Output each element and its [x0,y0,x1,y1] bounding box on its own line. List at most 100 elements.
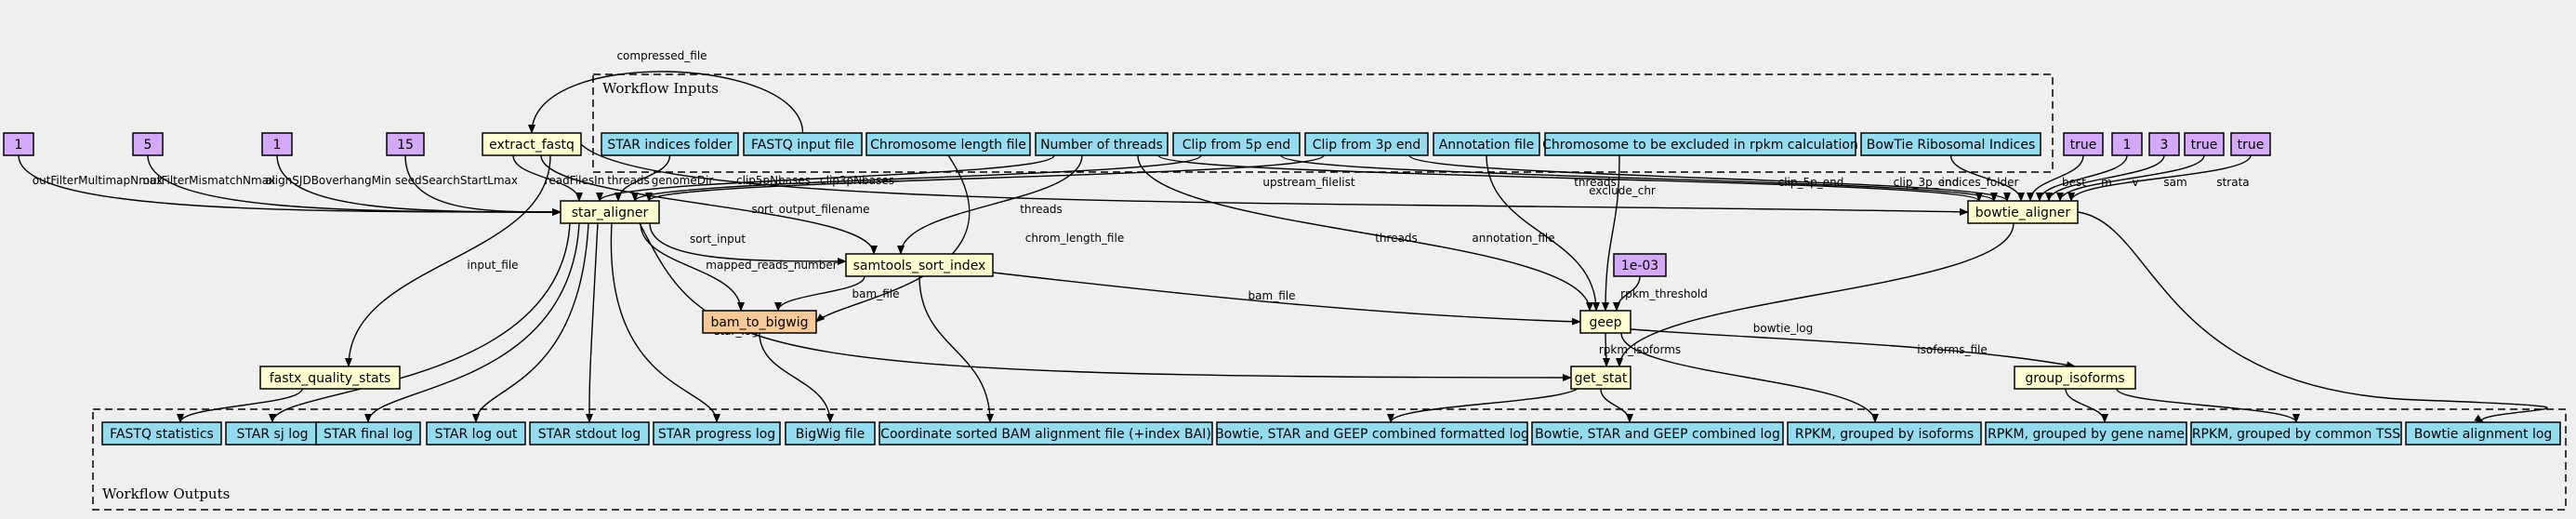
node-group-isoforms: group_isoforms [2014,366,2136,390]
node-label: STAR log out [435,427,518,442]
edge-label-clip-5p: clip_5p_end [1778,176,1844,189]
edge-label-sort-output-filename: sort_output_filename [751,203,869,216]
edge-rpkm-gene-out [2065,388,2108,423]
edge-compressed-file [528,71,804,134]
edge-label-outfilter-mismatch: outFilterMismatchNmax [143,174,275,187]
node-label: geep [1590,315,1622,330]
node-in-clip5p: Clip from 5p end [1172,132,1301,156]
node-label: true [2070,138,2097,153]
node-box [2063,132,2104,156]
node-out-bigwig: BigWig file [785,421,876,446]
node-out-fastq-stats: FASTQ statistics [101,421,222,446]
cluster-outputs-title: Workflow Outputs [102,486,230,502]
node-box [743,132,863,156]
edge-label-threads-samtools: threads [1020,203,1063,216]
node-box [482,132,582,156]
edge-label-annotation: annotation_file [1472,232,1554,245]
node-label: RPKM, grouped by common TSS [2192,427,2400,442]
node-out-rpkm-tss: RPKM, grouped by common TSS [2190,421,2402,446]
node-box [2405,421,2561,446]
node-p-one: 1 [2111,132,2143,156]
edge-label-bam-file-bigwig: bam_file [852,287,900,300]
node-p-true1: true [2063,132,2104,156]
node-p-align-sjdb: 1 [261,132,293,156]
edge-label-seedsearch: seedSearchStartLmax [395,174,518,187]
node-label: 3 [2160,138,2169,153]
edge-threads-bowtie [1157,154,1983,202]
node-label: Bowtie alignment log [2414,427,2553,442]
node-box [1570,366,1631,390]
node-label: Chromosome length file [870,138,1026,153]
node-box [101,421,222,446]
node-box [1216,421,1528,446]
edge-label-v: v [2132,176,2138,189]
edge-threads-samtools [897,154,1083,255]
edge-rpkm-iso-out [1620,332,1879,423]
node-box [1579,310,1631,334]
node-out-star-stdout: STAR stdout log [529,421,650,446]
node-box [1035,132,1169,156]
node-label: group_isoforms [2025,371,2124,386]
edge-label-clip3p: clip3pNbases [820,174,894,187]
node-box [1967,200,2079,224]
node-label: bowtie_aligner [1975,206,2071,220]
node-star-aligner: star_aligner [560,200,660,224]
edge-bowtie-out [2077,211,2548,423]
node-box [2230,132,2271,156]
node-geep: geep [1579,310,1631,334]
edge-clip5p [631,154,1202,202]
edge-label-threads-star: threads [607,174,650,187]
node-label: Bowtie, STAR and GEEP combined log [1535,427,1780,442]
node-label: 1 [15,138,23,153]
node-box [1787,421,1982,446]
node-label: BigWig file [796,427,865,442]
node-out-rpkm-isoforms: RPKM, grouped by isoforms [1787,421,1982,446]
node-box [1860,132,2041,156]
node-box [3,132,34,156]
node-p-true2: true [2184,132,2225,156]
node-box [1304,132,1429,156]
edge-labels: outFilterMultimapNmaxoutFilterMismatchNm… [33,49,2250,356]
node-box [2014,366,2136,390]
edge-label-chrom-length: chrom_length_file [1025,232,1124,245]
node-label: BowTie Ribosomal Indices [1867,138,2036,153]
edge-rpkm-threshold [1613,275,1641,312]
edge-label-threads-geep: threads [1375,232,1418,245]
node-box [2190,421,2402,446]
edge-label-genomedir: genomeDir [652,174,714,187]
node-out-star-sj: STAR sj log [225,421,320,446]
node-label: samtools_sort_index [853,259,986,273]
node-out-star-logout: STAR log out [426,421,526,446]
node-out-formatted-log: Bowtie, STAR and GEEP combined formatted… [1215,421,1529,446]
node-in-fastq: FASTQ input file [743,132,863,156]
node-in-bowtie-indices: BowTie Ribosomal Indices [1860,132,2041,156]
node-out-star-progress: STAR progress log [653,421,781,446]
edge-threads-geep [1137,154,1593,312]
edge-label-exclude-chr: exclude_chr [1589,184,1656,197]
node-label: Bowtie, STAR and GEEP combined formatted… [1215,427,1529,442]
node-box [2184,132,2225,156]
node-label: get_stat [1575,371,1628,386]
node-box [878,421,1213,446]
node-box [1613,253,1667,277]
node-label: STAR progress log [658,427,775,442]
node-out-star-final: STAR final log [315,421,421,446]
edge-label-compressed-file: compressed_file [616,49,707,62]
node-label: 15 [397,138,414,153]
node-label: STAR indices folder [607,138,733,153]
edge-sam [2056,154,2205,202]
edge-label-rpkm-isoforms: rpkm_isoforms [1599,343,1681,356]
node-label: Coordinate sorted BAM alignment file (+i… [880,427,1211,442]
edge-m [2036,154,2128,202]
edge-seedsearch [404,154,561,216]
node-box [865,132,1031,156]
edge-label-rpkm-threshold: rpkm_threshold [1620,287,1708,300]
node-p-three: 3 [2148,132,2180,156]
node-out-rpkm-gene: RPKM, grouped by gene name [1985,421,2187,446]
node-p-rpkm: 1e-03 [1613,253,1667,277]
edge-label-sam: sam [2163,176,2186,189]
node-label: Chromosome to be excluded in rpkm calcul… [1542,138,1858,153]
node-in-chrom-length: Chromosome length file [865,132,1031,156]
node-box [2111,132,2143,156]
